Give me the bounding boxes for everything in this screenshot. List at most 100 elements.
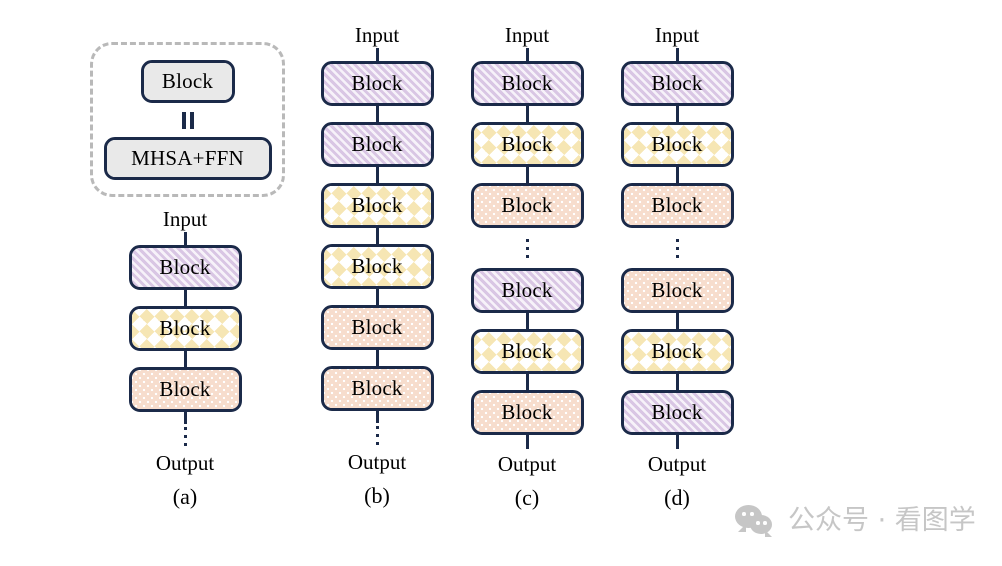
block-c-4: Block (470, 268, 584, 313)
column-a-caption: (a) (172, 484, 198, 509)
equals-icon (180, 111, 196, 129)
block-fill-peach (473, 186, 581, 225)
connector (525, 48, 529, 61)
pipeline-column-c: Input Block Block Block Block Block (454, 22, 600, 512)
block-label: Block (501, 193, 553, 217)
legend-block-box: Block (140, 59, 235, 103)
block-fill-purple (473, 271, 581, 310)
block-d-4: Block (620, 268, 734, 313)
connector (525, 435, 529, 449)
connector (675, 435, 679, 449)
block-d-1: Block (620, 61, 734, 106)
block-fill-purple (131, 248, 239, 287)
block-label: Block (651, 71, 703, 95)
block-fill-yellow (623, 125, 731, 164)
block-label: Block (351, 254, 403, 278)
legend-definition-box: MHSA+FFN (103, 136, 272, 180)
block-label: Block (651, 339, 703, 363)
legend-block-fill (143, 62, 232, 100)
block-label: Block (501, 400, 553, 424)
block-b-3: Block (320, 183, 434, 228)
vertical-ellipsis-icon (525, 228, 529, 268)
block-label: Block (651, 278, 703, 302)
connector (375, 289, 379, 305)
block-label: Block (501, 132, 553, 156)
vertical-ellipsis-icon (375, 423, 379, 447)
block-b-2: Block (320, 122, 434, 167)
connector (183, 351, 187, 367)
connector (375, 350, 379, 366)
block-label: Block (651, 193, 703, 217)
block-fill-peach (323, 308, 431, 347)
block-fill-purple (623, 64, 731, 103)
block-fill-purple (323, 125, 431, 164)
block-b-1: Block (320, 61, 434, 106)
column-d-caption: (d) (664, 485, 690, 510)
legend-block-label: Block (161, 68, 214, 93)
block-c-3: Block (470, 183, 584, 228)
column-c-caption: (c) (514, 485, 540, 510)
block-label: Block (351, 132, 403, 156)
block-b-5: Block (320, 305, 434, 350)
block-label: Block (159, 377, 211, 401)
column-c-input-label: Input (504, 23, 550, 47)
column-a-input-label: Input (162, 207, 208, 231)
block-fill-purple (323, 64, 431, 103)
block-d-6: Block (620, 390, 734, 435)
block-label: Block (501, 339, 553, 363)
block-fill-purple (473, 64, 581, 103)
block-label: Block (351, 315, 403, 339)
legend-definition-fill (106, 139, 269, 177)
connector (675, 374, 679, 390)
connector (675, 106, 679, 122)
block-label: Block (159, 255, 211, 279)
block-d-3: Block (620, 183, 734, 228)
connector (375, 48, 379, 61)
block-label: Block (351, 193, 403, 217)
connector (525, 374, 529, 390)
connector (183, 412, 187, 424)
vertical-ellipsis-icon (675, 228, 679, 268)
block-c-6: Block (470, 390, 584, 435)
watermark-text: 公众号 · 看图学 (788, 505, 976, 536)
block-label: Block (159, 316, 211, 340)
connector (525, 106, 529, 122)
block-c-1: Block (470, 61, 584, 106)
block-fill-yellow (473, 332, 581, 371)
pipeline-column-b: Input Block Block Block Block Block (304, 22, 450, 510)
column-c-output-label: Output (497, 452, 557, 476)
block-fill-peach (623, 186, 731, 225)
block-label: Block (651, 400, 703, 424)
block-a-2: Block (128, 306, 242, 351)
block-fill-yellow (623, 332, 731, 371)
connector (375, 228, 379, 244)
column-a-output-label: Output (155, 451, 215, 475)
block-label: Block (351, 71, 403, 95)
block-fill-peach (323, 369, 431, 408)
block-d-2: Block (620, 122, 734, 167)
connector (525, 313, 529, 329)
block-fill-peach (131, 370, 239, 409)
connector (183, 290, 187, 306)
connector (183, 232, 187, 245)
connector (375, 411, 379, 423)
legend-definition-label: MHSA+FFN (131, 145, 244, 170)
block-c-2: Block (470, 122, 584, 167)
column-b-caption: (b) (364, 483, 390, 508)
connector (375, 106, 379, 122)
wechat-logo-icon (735, 505, 775, 537)
block-d-5: Block (620, 329, 734, 374)
block-label: Block (651, 132, 703, 156)
pipeline-column-d: Input Block Block Block Block Block (604, 22, 750, 512)
column-d-input-label: Input (654, 23, 700, 47)
block-a-3: Block (128, 367, 242, 412)
block-fill-yellow (473, 125, 581, 164)
block-fill-yellow (131, 309, 239, 348)
block-a-1: Block (128, 245, 242, 290)
column-b-output-label: Output (347, 450, 407, 474)
watermark: 公众号 · 看图学 (735, 505, 976, 537)
pipeline-column-a: Input Block Block Block Output (a) (112, 206, 258, 511)
block-fill-yellow (323, 247, 431, 286)
block-label: Block (501, 71, 553, 95)
